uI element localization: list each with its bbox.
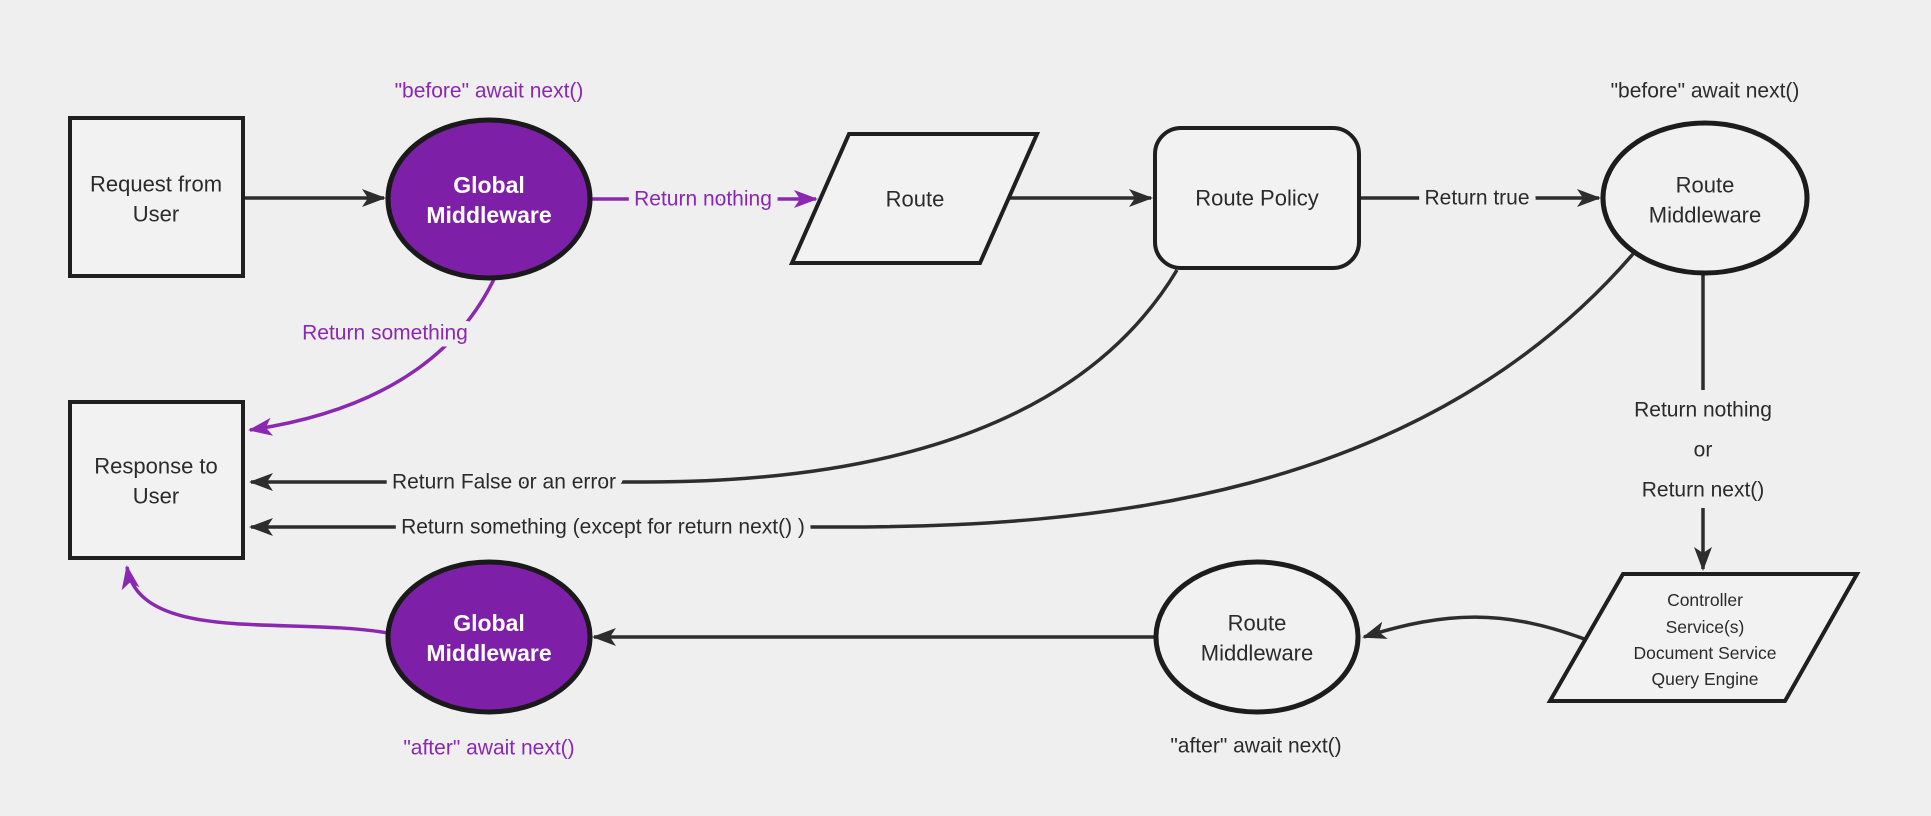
label-return-something: Return something — [302, 322, 468, 345]
response-line-2: User — [133, 484, 179, 509]
node-global-middleware-bottom: Global Middleware — [385, 559, 593, 715]
edge-global-middleware-bottom-to-response — [121, 565, 389, 635]
node-response-to-user: Response to User — [68, 400, 245, 560]
global-middleware-bottom-line-1: Global — [453, 610, 525, 636]
global-middleware-top-ellipse — [385, 117, 593, 281]
edge-route-policy-return-false-to-response — [249, 269, 1179, 491]
global-middleware-bottom-ellipse — [385, 559, 593, 715]
request-line-2: User — [133, 202, 179, 227]
route-middleware-bottom-line-2: Middleware — [1201, 641, 1314, 666]
controller-line-3: Document Service — [1634, 643, 1777, 663]
node-request-from-user: Request from User — [68, 116, 245, 278]
route-middleware-bottom-line-1: Route — [1228, 611, 1287, 636]
route-middleware-top-ellipse — [1600, 120, 1810, 276]
label-after-await-next-route: "after" await next() — [1170, 735, 1341, 758]
label-before-await-next-route: "before" await next() — [1611, 80, 1800, 103]
controller-parallelogram — [1546, 572, 1861, 703]
node-route: Route — [788, 132, 1041, 265]
label-return-something-except: Return something (except for return next… — [401, 516, 805, 539]
label-return-true: Return true — [1424, 187, 1529, 210]
route-policy-box — [1153, 126, 1361, 270]
route-label: Route — [886, 187, 945, 212]
global-middleware-top-line-2: Middleware — [426, 202, 551, 228]
edge-route-middleware-return-something-to-response — [249, 252, 1635, 536]
node-route-middleware-bottom: Route Middleware — [1153, 559, 1361, 715]
label-return-false-or-error: Return False or an error — [392, 471, 616, 494]
route-parallelogram — [788, 132, 1041, 265]
label-after-await-next-global: "after" await next() — [403, 737, 574, 760]
global-middleware-top-line-1: Global — [453, 172, 525, 198]
label-return-nothing: Return nothing — [634, 188, 772, 211]
node-controller-services: Controller Service(s) Document Service Q… — [1546, 572, 1861, 703]
label-before-await-next-global: "before" await next() — [395, 80, 584, 103]
response-line-1: Response to — [94, 454, 218, 479]
route-middleware-top-line-1: Route — [1676, 173, 1735, 198]
controller-line-2: Service(s) — [1666, 617, 1745, 637]
edge-global-middleware-return-something-to-response — [248, 276, 497, 436]
label-return-nothing-or-next-line1: Return nothing — [1634, 399, 1772, 422]
request-line-1: Request from — [90, 172, 222, 197]
controller-line-1: Controller — [1667, 590, 1743, 610]
route-middleware-top-line-2: Middleware — [1649, 203, 1762, 228]
controller-line-4: Query Engine — [1651, 669, 1758, 689]
label-bg-return-nothing-or-next — [1618, 390, 1790, 508]
node-route-middleware-top: Route Middleware — [1600, 120, 1810, 276]
edge-controller-to-route-middleware-bottom — [1362, 615, 1588, 642]
route-middleware-bottom-ellipse — [1153, 559, 1361, 715]
response-to-user-box — [68, 400, 245, 560]
label-return-nothing-or-next-line3: Return next() — [1642, 479, 1765, 502]
route-policy-label: Route Policy — [1195, 186, 1319, 211]
request-from-user-box — [68, 116, 245, 278]
node-global-middleware-top: Global Middleware — [385, 117, 593, 281]
global-middleware-bottom-line-2: Middleware — [426, 640, 551, 666]
label-return-nothing-or-next-line2: or — [1694, 439, 1713, 462]
node-route-policy: Route Policy — [1153, 126, 1361, 270]
